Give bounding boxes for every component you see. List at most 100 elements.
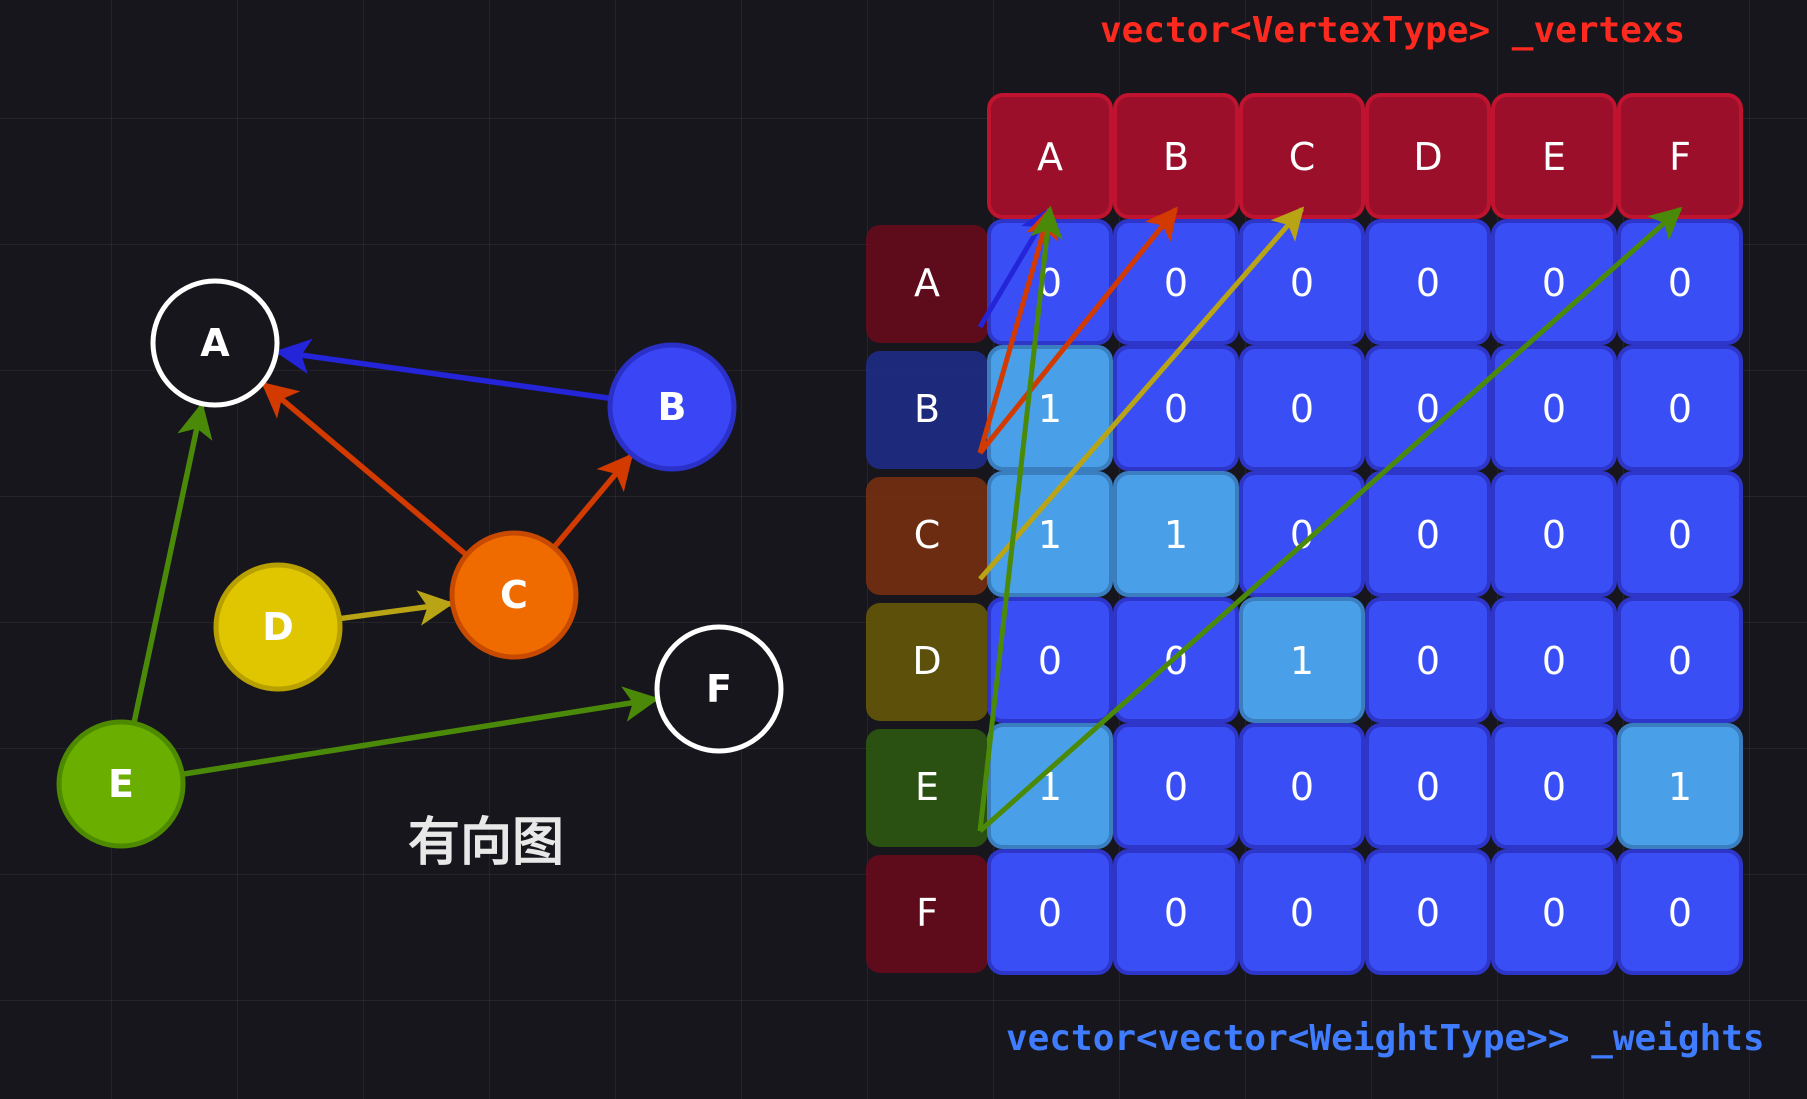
matrix-cell-C-C <box>1239 471 1365 597</box>
graph-node-label-A: A <box>200 321 230 365</box>
graph-node-B <box>607 342 737 472</box>
vertex-header-cell-D <box>1365 93 1491 219</box>
matrix-value-C-A: 1 <box>1038 513 1062 557</box>
matrix-cell-E-A <box>987 723 1113 849</box>
matrix-cell-D-A <box>987 597 1113 723</box>
matrix-cell-B-F <box>1617 345 1743 471</box>
matrix-value-A-E: 0 <box>1542 261 1566 305</box>
matrix-cell-C-B <box>1113 471 1239 597</box>
vertex-header-cell-E <box>1491 93 1617 219</box>
matrix-value-E-C: 0 <box>1290 765 1314 809</box>
matrix-cell-D-E <box>1491 597 1617 723</box>
matrix-value-B-C: 0 <box>1290 387 1314 431</box>
row-header-cell-A <box>866 225 988 343</box>
matrix-cell-B-A <box>987 345 1113 471</box>
row-header-cell-D <box>866 603 988 721</box>
matrix-value-B-A: 1 <box>1038 387 1062 431</box>
matrix-value-E-A: 1 <box>1038 765 1062 809</box>
matrix-cell-C-D <box>1365 471 1491 597</box>
matrix-value-D-D: 0 <box>1416 639 1440 683</box>
matrix-value-A-C: 0 <box>1290 261 1314 305</box>
row-header-label-B: B <box>914 387 940 431</box>
matrix-cell-F-C <box>1239 849 1365 975</box>
matrix-value-E-D: 0 <box>1416 765 1440 809</box>
matrix-cell-C-E <box>1491 471 1617 597</box>
row-header-label-D: D <box>912 639 941 683</box>
matrix-cell-D-F <box>1617 597 1743 723</box>
mapping-arrow-B-B <box>978 206 1179 455</box>
row-header-label-F: F <box>916 891 938 935</box>
matrix-cell-E-D <box>1365 723 1491 849</box>
vertex-header-label-B: B <box>1163 135 1189 179</box>
graph-edge-C-A <box>261 381 469 558</box>
matrix-value-F-E: 0 <box>1542 891 1566 935</box>
graph-node-C <box>449 530 579 660</box>
matrix-value-A-B: 0 <box>1164 261 1188 305</box>
matrix-cell-F-A <box>987 849 1113 975</box>
matrix-value-F-F: 0 <box>1668 891 1692 935</box>
graph-node-label-B: B <box>658 385 687 429</box>
matrix-cell-A-E <box>1491 219 1617 345</box>
matrix-value-F-C: 0 <box>1290 891 1314 935</box>
graph-title: 有向图 <box>408 813 565 873</box>
row-header-cell-C <box>866 477 988 595</box>
matrix-cell-F-B <box>1113 849 1239 975</box>
matrix-cell-F-D <box>1365 849 1491 975</box>
graph-node-label-C: C <box>500 573 528 617</box>
matrix-cell-D-D <box>1365 597 1491 723</box>
matrix-value-F-A: 0 <box>1038 891 1062 935</box>
matrix-cell-E-E <box>1491 723 1617 849</box>
matrix-value-D-A: 0 <box>1038 639 1062 683</box>
matrix-value-C-E: 0 <box>1542 513 1566 557</box>
vertex-header-label-D: D <box>1413 135 1442 179</box>
matrix-cell-E-F <box>1617 723 1743 849</box>
matrix-value-D-E: 0 <box>1542 639 1566 683</box>
row-header-label-A: A <box>914 261 940 305</box>
vertex-header-label-E: E <box>1542 135 1566 179</box>
matrix-value-F-D: 0 <box>1416 891 1440 935</box>
matrix-value-A-F: 0 <box>1668 261 1692 305</box>
mapping-arrow-B-A <box>977 205 1058 454</box>
row-header-cell-B <box>866 351 988 469</box>
matrix-value-D-C: 1 <box>1290 639 1314 683</box>
matrix-cell-A-D <box>1365 219 1491 345</box>
vertex-header-label-A: A <box>1037 135 1063 179</box>
vertex-array-caption: vector<VertexType> _vertexs <box>1100 10 1686 51</box>
matrix-cell-C-A <box>987 471 1113 597</box>
graph-edge-B-A <box>274 338 611 402</box>
matrix-value-E-F: 1 <box>1668 765 1692 809</box>
matrix-cell-B-C <box>1239 345 1365 471</box>
graph-edge-C-B <box>551 453 634 550</box>
mapping-arrow-C-C <box>978 206 1305 581</box>
matrix-value-A-D: 0 <box>1416 261 1440 305</box>
matrix-value-E-B: 0 <box>1164 765 1188 809</box>
graph-node-A <box>150 278 280 408</box>
graph-edge-D-C <box>339 590 455 626</box>
matrix-value-C-B: 1 <box>1164 513 1188 557</box>
row-header-cell-F <box>866 855 988 973</box>
row-header-cell-E <box>866 729 988 847</box>
matrix-cell-D-C <box>1239 597 1365 723</box>
matrix-cell-E-C <box>1239 723 1365 849</box>
matrix-value-B-F: 0 <box>1668 387 1692 431</box>
matrix-value-C-D: 0 <box>1416 513 1440 557</box>
vertex-header-label-F: F <box>1669 135 1691 179</box>
graph-edge-E-F <box>181 686 660 777</box>
matrix-cell-B-E <box>1491 345 1617 471</box>
weight-matrix-caption: vector<vector<WeightType>> _weights <box>1006 1018 1765 1059</box>
matrix-value-E-E: 0 <box>1542 765 1566 809</box>
matrix-cell-B-D <box>1365 345 1491 471</box>
matrix-value-F-B: 0 <box>1164 891 1188 935</box>
matrix-cell-F-F <box>1617 849 1743 975</box>
matrix-cell-C-F <box>1617 471 1743 597</box>
matrix-value-B-B: 0 <box>1164 387 1188 431</box>
mapping-arrow-E-A <box>977 205 1063 832</box>
graph-node-label-E: E <box>108 762 134 806</box>
matrix-cell-E-B <box>1113 723 1239 849</box>
graph-node-E <box>56 719 186 849</box>
row-header-label-C: C <box>914 513 941 557</box>
matrix-value-C-F: 0 <box>1668 513 1692 557</box>
graph-node-F <box>654 624 784 754</box>
